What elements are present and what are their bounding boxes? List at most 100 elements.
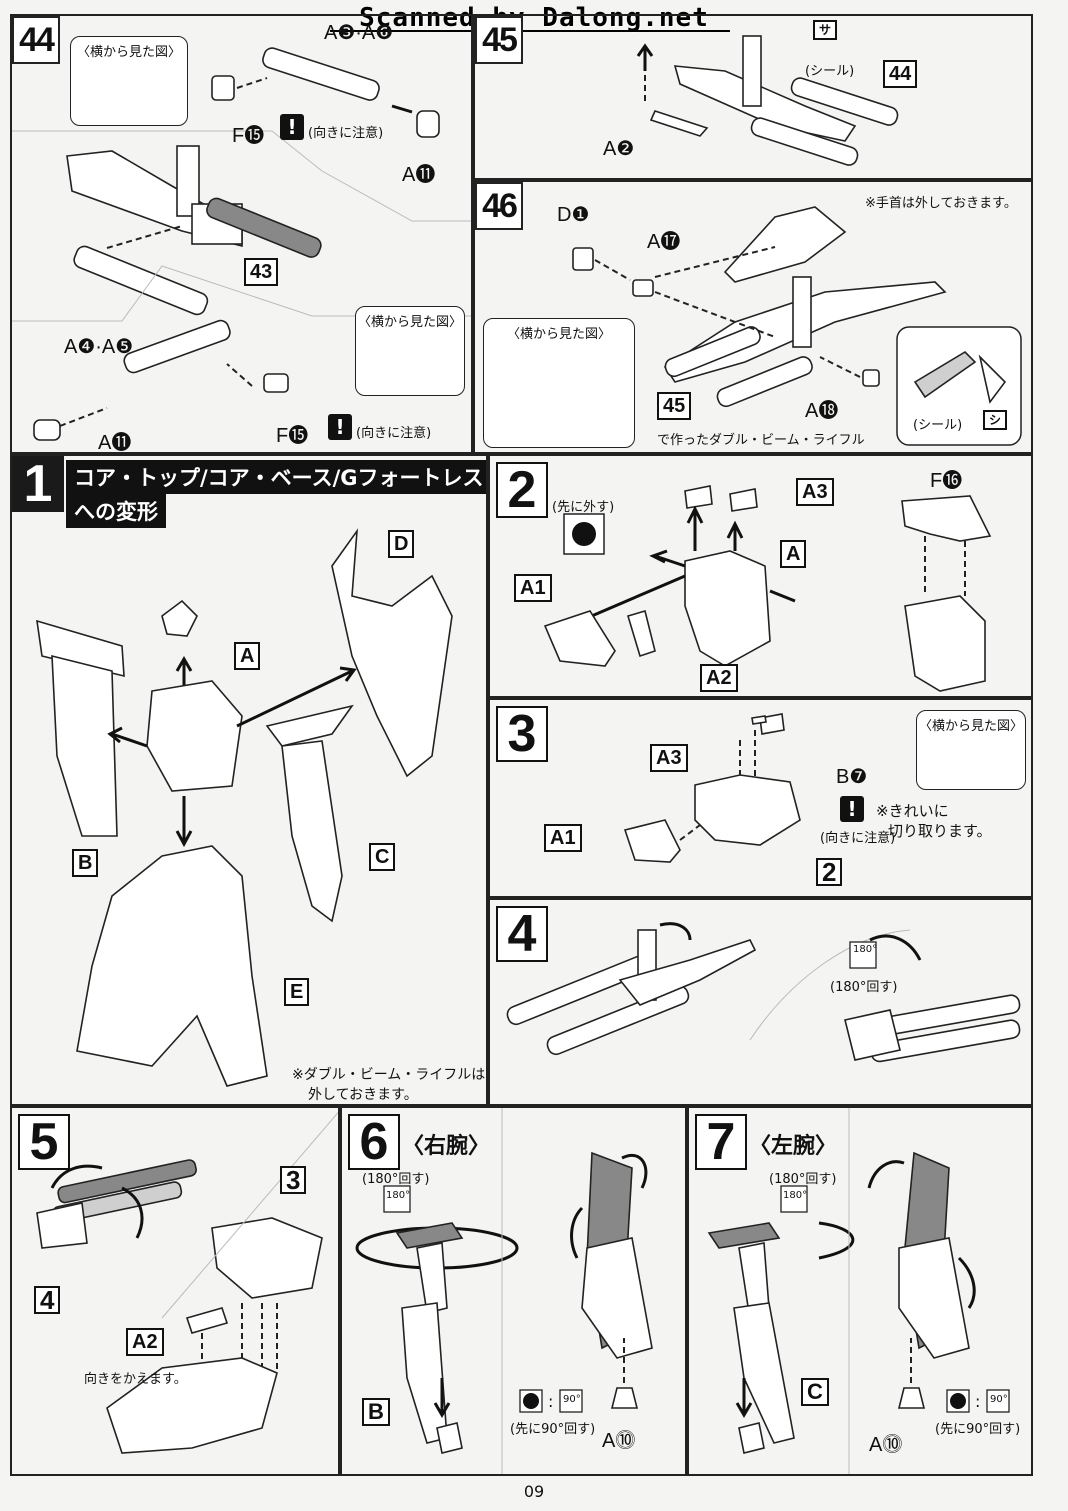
a3-piece-right — [729, 488, 758, 512]
remove-first-dot — [572, 522, 596, 546]
transform-7-panel: 7 〈左腕〉 (180°回す) 180° C 90° : (先に90°回す) A… — [687, 1106, 1033, 1476]
ref-transform-4: 4 — [34, 1286, 61, 1314]
step-44-caution: (向きに注意) — [308, 126, 384, 141]
core-unit — [211, 1217, 323, 1299]
rifle-barrel-lower — [73, 245, 209, 316]
transform-1-panel: 1 コア・トップ/コア・ベース/Gフォートレス への変形 A B C D E ※… — [10, 454, 488, 1106]
a2-piece — [185, 1307, 229, 1334]
core-body — [694, 774, 801, 846]
transform-3-part-a3: A3 — [650, 744, 688, 772]
side-view-title: 〈横から見た図〉 — [357, 315, 462, 330]
watermark-underline — [330, 30, 730, 32]
core-block-a — [146, 680, 243, 792]
transform-1-part-d: D — [388, 530, 415, 558]
transform-1-title-line1: コア・トップ/コア・ベース/Gフォートレス — [66, 460, 486, 494]
transform-5-number: 5 — [18, 1114, 70, 1170]
transform-4-rotate-badge: 180° — [853, 944, 878, 955]
rifle-barrel-b — [750, 117, 859, 166]
caution-icon: ! — [280, 114, 304, 140]
rifle-barrel-dark — [57, 1159, 197, 1204]
step-46-sticker-label: (シール) — [913, 418, 963, 433]
rifle-body — [618, 939, 757, 1006]
d-backpack — [331, 528, 453, 778]
scan-watermark: Scanned by Dalong.net — [359, 3, 709, 33]
rotate-180-icon — [383, 1185, 411, 1213]
step-44-part-a11-lower: A⓫ — [98, 432, 132, 454]
transform-2-number: 2 — [496, 462, 548, 518]
c-arm-lower — [733, 1302, 795, 1444]
b-arm-top — [36, 619, 125, 678]
fortress-body — [106, 1357, 278, 1454]
core-unit-a — [684, 550, 771, 667]
core-unit — [723, 206, 847, 283]
sticker-part — [913, 350, 977, 399]
side-view-title: 〈横から見た図〉 — [76, 45, 181, 60]
a1-piece — [543, 610, 616, 667]
transform-7-number: 7 — [695, 1114, 747, 1170]
shoulder-plate — [395, 1222, 464, 1249]
transform-3-note-line2: 切り取ります。 — [888, 822, 992, 840]
f15-connector-upper — [211, 75, 235, 101]
rifle-barrel-b — [546, 985, 690, 1056]
rifle-fin — [792, 276, 812, 348]
step-46-panel: 46 ※手首は外しておきます。 D❶ A⓱ 〈横から見た図〉 45 で作ったダブ… — [473, 180, 1033, 454]
transform-4-illustration — [506, 922, 1021, 1063]
b-arm — [51, 654, 118, 837]
step-45-part-a2: A❷ — [603, 138, 635, 160]
transform-7-rotate: (180°回す) — [769, 1172, 837, 1187]
transform-4-panel: 4 180° (180°回す) — [488, 898, 1033, 1106]
step-46-part-a18: A⓲ — [805, 400, 839, 422]
step-44-side-view-callout-b: 〈横から見た図〉 — [355, 306, 465, 396]
transform-6-part-a10: A⓾ — [602, 1430, 636, 1452]
step-44-caution-lower: (向きに注意) — [356, 426, 432, 441]
transform-6-title: 〈右腕〉 — [402, 1134, 491, 1159]
sticker-shape — [978, 354, 1007, 404]
step-45-number: 45 — [475, 16, 523, 64]
transform-5-panel: 5 3 4 A2 向きをかえます。 — [10, 1106, 340, 1476]
a18-part — [862, 369, 880, 387]
transform-2-panel: 2 (先に外す) A3 A A1 A2 F⓰ — [488, 454, 1033, 698]
transform-2-part-a: A — [780, 540, 807, 568]
step-45-illustration — [636, 35, 899, 166]
sticker-shi-icon: シ — [983, 410, 1008, 430]
rotate-180-icon — [849, 941, 877, 969]
transform-4-rotate: (180°回す) — [830, 980, 898, 995]
transform-7-illustration — [707, 1108, 1010, 1474]
core-unit-assembled — [904, 595, 986, 692]
transform-7-ratio-badge: 90° — [990, 1394, 1008, 1405]
c-arm-top — [265, 704, 354, 747]
transform-7-part-c: C — [801, 1378, 829, 1406]
rifle-body — [673, 65, 857, 142]
muzzle-cap-upper — [416, 110, 440, 138]
rotate-180-icon — [780, 1185, 808, 1213]
f16-frame — [901, 495, 992, 542]
head-unit — [161, 599, 198, 637]
d1-part — [572, 247, 594, 271]
transform-1-note-line1: ※ダブル・ビーム・ライフルは — [292, 1067, 486, 1083]
step-44-number: 44 — [12, 16, 60, 64]
rifle-barrel-dark — [206, 197, 322, 258]
transform-1-number: 1 — [12, 456, 64, 512]
step-44-panel: 44 〈横から見た図〉 A❸·A❻ F⓯ ! (向きに注意) A⓫ 43 A❹·… — [10, 14, 473, 454]
rifle-core — [36, 1202, 88, 1249]
a3-piece-left — [684, 485, 713, 509]
ref-step-43: 43 — [244, 258, 279, 286]
beam-rifle-barrel-lower — [123, 319, 231, 374]
arm-shield-outline — [581, 1237, 653, 1359]
transform-3-part-a1: A1 — [544, 824, 582, 852]
step-46-note: ※手首は外しておきます。 — [865, 196, 1017, 211]
b7-piece — [751, 715, 767, 725]
rifle-core-rotated — [844, 1009, 901, 1061]
transform-6-illustration — [355, 1108, 653, 1474]
transform-1-part-a: A — [234, 642, 261, 670]
transform-1-part-c: C — [369, 843, 396, 871]
caution-icon: ! — [840, 796, 864, 822]
transform-1-part-e: E — [284, 978, 310, 1006]
step-46-made-with: で作ったダブル・ビーム・ライフル — [657, 433, 865, 448]
page-number: 09 — [523, 1482, 545, 1501]
rotate-90-icon — [559, 1389, 583, 1413]
transform-3-panel: 3 〈横から見た図〉 A3 B❼ ! (向きに注意) ※きれいに 切り取ります。… — [488, 698, 1033, 898]
transform-5-note: 向きをかえます。 — [84, 1372, 187, 1387]
transform-7-title: 〈左腕〉 — [749, 1134, 838, 1159]
transform-1-illustration — [36, 528, 453, 1087]
